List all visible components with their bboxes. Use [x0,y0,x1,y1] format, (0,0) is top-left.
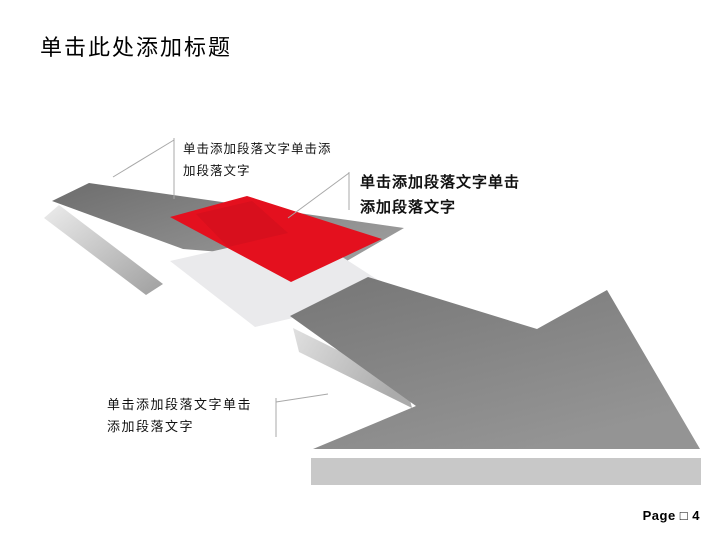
callout-bottom-leader-line [275,393,329,403]
callout-top-line2: 加段落文字 [183,164,251,178]
arrow-side-band-shape[interactable] [293,328,412,408]
callout-right-text[interactable]: 单击添加段落文字单击 添加段落文字 [360,170,520,220]
leader-lines-group [112,138,350,437]
callout-right-line2: 添加段落文字 [360,199,457,216]
callout-top-leader-line [112,139,175,178]
callout-top-text[interactable]: 单击添加段落文字单击添 加段落文字 [183,138,332,182]
callout-right-leader-line [287,172,350,219]
callout-bottom-line2: 添加段落文字 [107,419,195,434]
step1-plank-side-shape[interactable] [44,205,163,295]
page-number-label: Page □ 4 [642,508,700,523]
red-panel-shadow-shape [196,201,288,247]
big-arrow-shape[interactable] [290,277,700,449]
callout-right-line1: 单击添加段落文字单击 [360,174,521,191]
arrow-base-band-shape[interactable] [311,458,701,485]
callout-top-line1: 单击添加段落文字单击添 [183,142,332,156]
red-panel-shape[interactable] [170,196,382,282]
callout-bottom-line1: 单击添加段落文字单击 [107,397,253,412]
callout-bottom-text[interactable]: 单击添加段落文字单击 添加段落文字 [107,394,252,438]
slide-title-placeholder[interactable]: 单击此处添加标题 [40,35,233,60]
